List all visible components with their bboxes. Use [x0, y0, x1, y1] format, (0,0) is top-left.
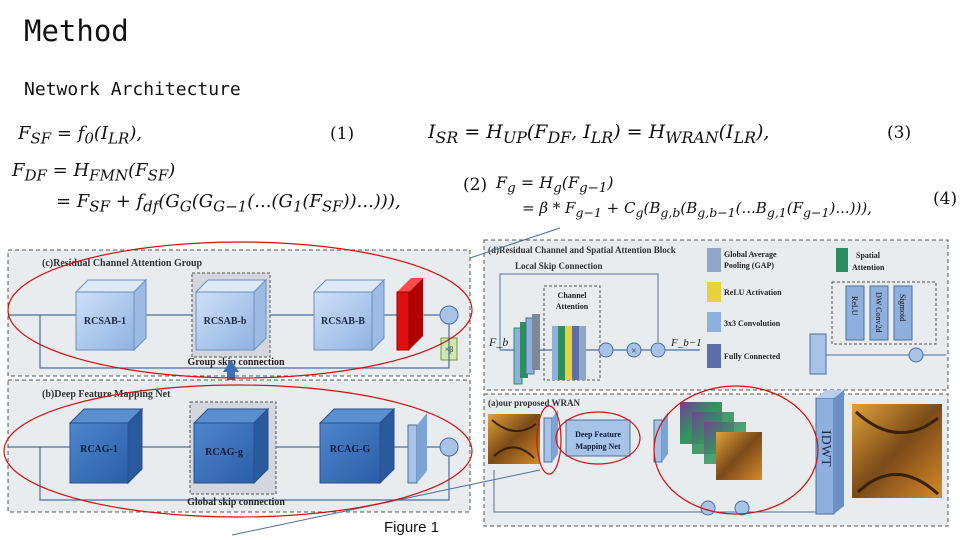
spatial-dwconv: DW Conv2d [874, 292, 883, 333]
legend-conv: 3x3 Convolution [724, 319, 781, 328]
sum-node-b [439, 437, 459, 457]
feature-maps-d [513, 314, 540, 385]
legend-fc: Fully Connected [724, 352, 781, 361]
channel-attention-label-2: Attention [556, 302, 589, 311]
red-conv-layer [396, 278, 423, 351]
slide-subtitle: Network Architecture [24, 79, 241, 100]
equation-4-number: (4) [933, 189, 958, 209]
rcag-1-label: RCAG-1 [80, 444, 118, 455]
zoom-line-2 [469, 227, 561, 259]
equation-2-number: (2) [463, 175, 488, 195]
spatial-attention-layers: ReLU DW Conv2d Sigmoid [845, 285, 913, 341]
legend-d: Global Average Pooling (GAP) ReLU Activa… [707, 248, 885, 368]
equation-1: FSF = f0(ILR), [18, 123, 143, 148]
equation-3: ISR = HUP(FDF, ILR) = HWRAN(ILR), [428, 121, 770, 147]
rcsab-B-label: RCSAB-B [321, 316, 365, 327]
fb-label: F_b [488, 335, 508, 349]
legend-spatial-1: Spatial [856, 251, 881, 260]
panel-c: (c)Residual Channel Attention Group RCSA… [7, 249, 471, 377]
panel-c-title: (c)Residual Channel Attention Group [42, 258, 203, 269]
panel-a-title: (a)our proposed WRAN [488, 398, 581, 408]
slide-title: Method [24, 14, 129, 48]
rcsab-b-label: RCSAB-b [204, 316, 247, 327]
rcsab-b-block: RCSAB-b [194, 278, 268, 352]
panel-b: (b)Deep Feature Mapping Net RCAG-1 RCAG-… [7, 379, 471, 513]
global-skip-label: Global skip connection [187, 497, 285, 508]
rcsab-1-block: RCSAB-1 [74, 278, 148, 352]
figure-caption: Figure 1 [384, 519, 440, 536]
channel-attention-layers [552, 326, 586, 380]
wavelet-subbands [680, 402, 762, 480]
highlight-ellipses [3, 241, 819, 518]
svg-text:×: × [631, 346, 637, 357]
rcsab-1-label: RCSAB-1 [84, 316, 126, 327]
legend-gap-1: Global Average [724, 250, 777, 259]
equation-2b: = FSF + fdf(GG(GG−1(...(G1(FSF))...))), [56, 191, 401, 216]
rcag-G-block: RCAG-G [318, 407, 396, 485]
rcag-G-label: RCAG-G [330, 444, 371, 455]
conv-layer-b [407, 413, 427, 484]
spatial-sigmoid: Sigmoid [898, 294, 907, 321]
legend-gap-2: Pooling (GAP) [724, 261, 774, 270]
equation-2a: FDF = HFMN(FSF) [12, 160, 176, 185]
panel-d: (d)Residual Channel and Spatial Attentio… [483, 239, 949, 391]
rcag-g-block: RCAG-g [192, 407, 270, 485]
rcag-1-block: RCAG-1 [68, 407, 144, 485]
panel-b-title: (b)Deep Feature Mapping Net [42, 389, 171, 400]
legend-spatial-2: Attention [852, 263, 885, 272]
group-skip-label: Group skip connection [187, 357, 284, 368]
equation-3-number: (3) [887, 123, 912, 143]
equation-1-number: (1) [330, 124, 355, 144]
panel-d-title: (d)Residual Channel and Spatial Attentio… [488, 245, 676, 255]
rcag-g-label: RCAG-g [205, 447, 243, 458]
spatial-relu: ReLU [850, 296, 859, 316]
equation-4b: = β * Fg−1 + Cg(Bg,b(Bg,b−1(...Bg,1(Fg−1… [522, 199, 872, 220]
equation-4a: Fg = Hg(Fg−1) [496, 173, 614, 197]
dfmn-label-1: Deep Feature [575, 430, 621, 439]
channel-attention-label: Channel [558, 291, 588, 300]
idwt-label: IDWT [818, 430, 833, 467]
dfmn-label-2: Mapping Net [575, 442, 620, 451]
local-skip-label: Local Skip Connection [515, 261, 603, 271]
legend-relu: ReLU Activation [724, 288, 782, 297]
rcsab-B-block: RCSAB-B [312, 278, 386, 352]
fb1-label: F_b−1 [670, 337, 702, 349]
panel-a: (a)our proposed WRAN Deep Feature Mappin… [483, 390, 949, 527]
sum-node-c [439, 305, 459, 325]
